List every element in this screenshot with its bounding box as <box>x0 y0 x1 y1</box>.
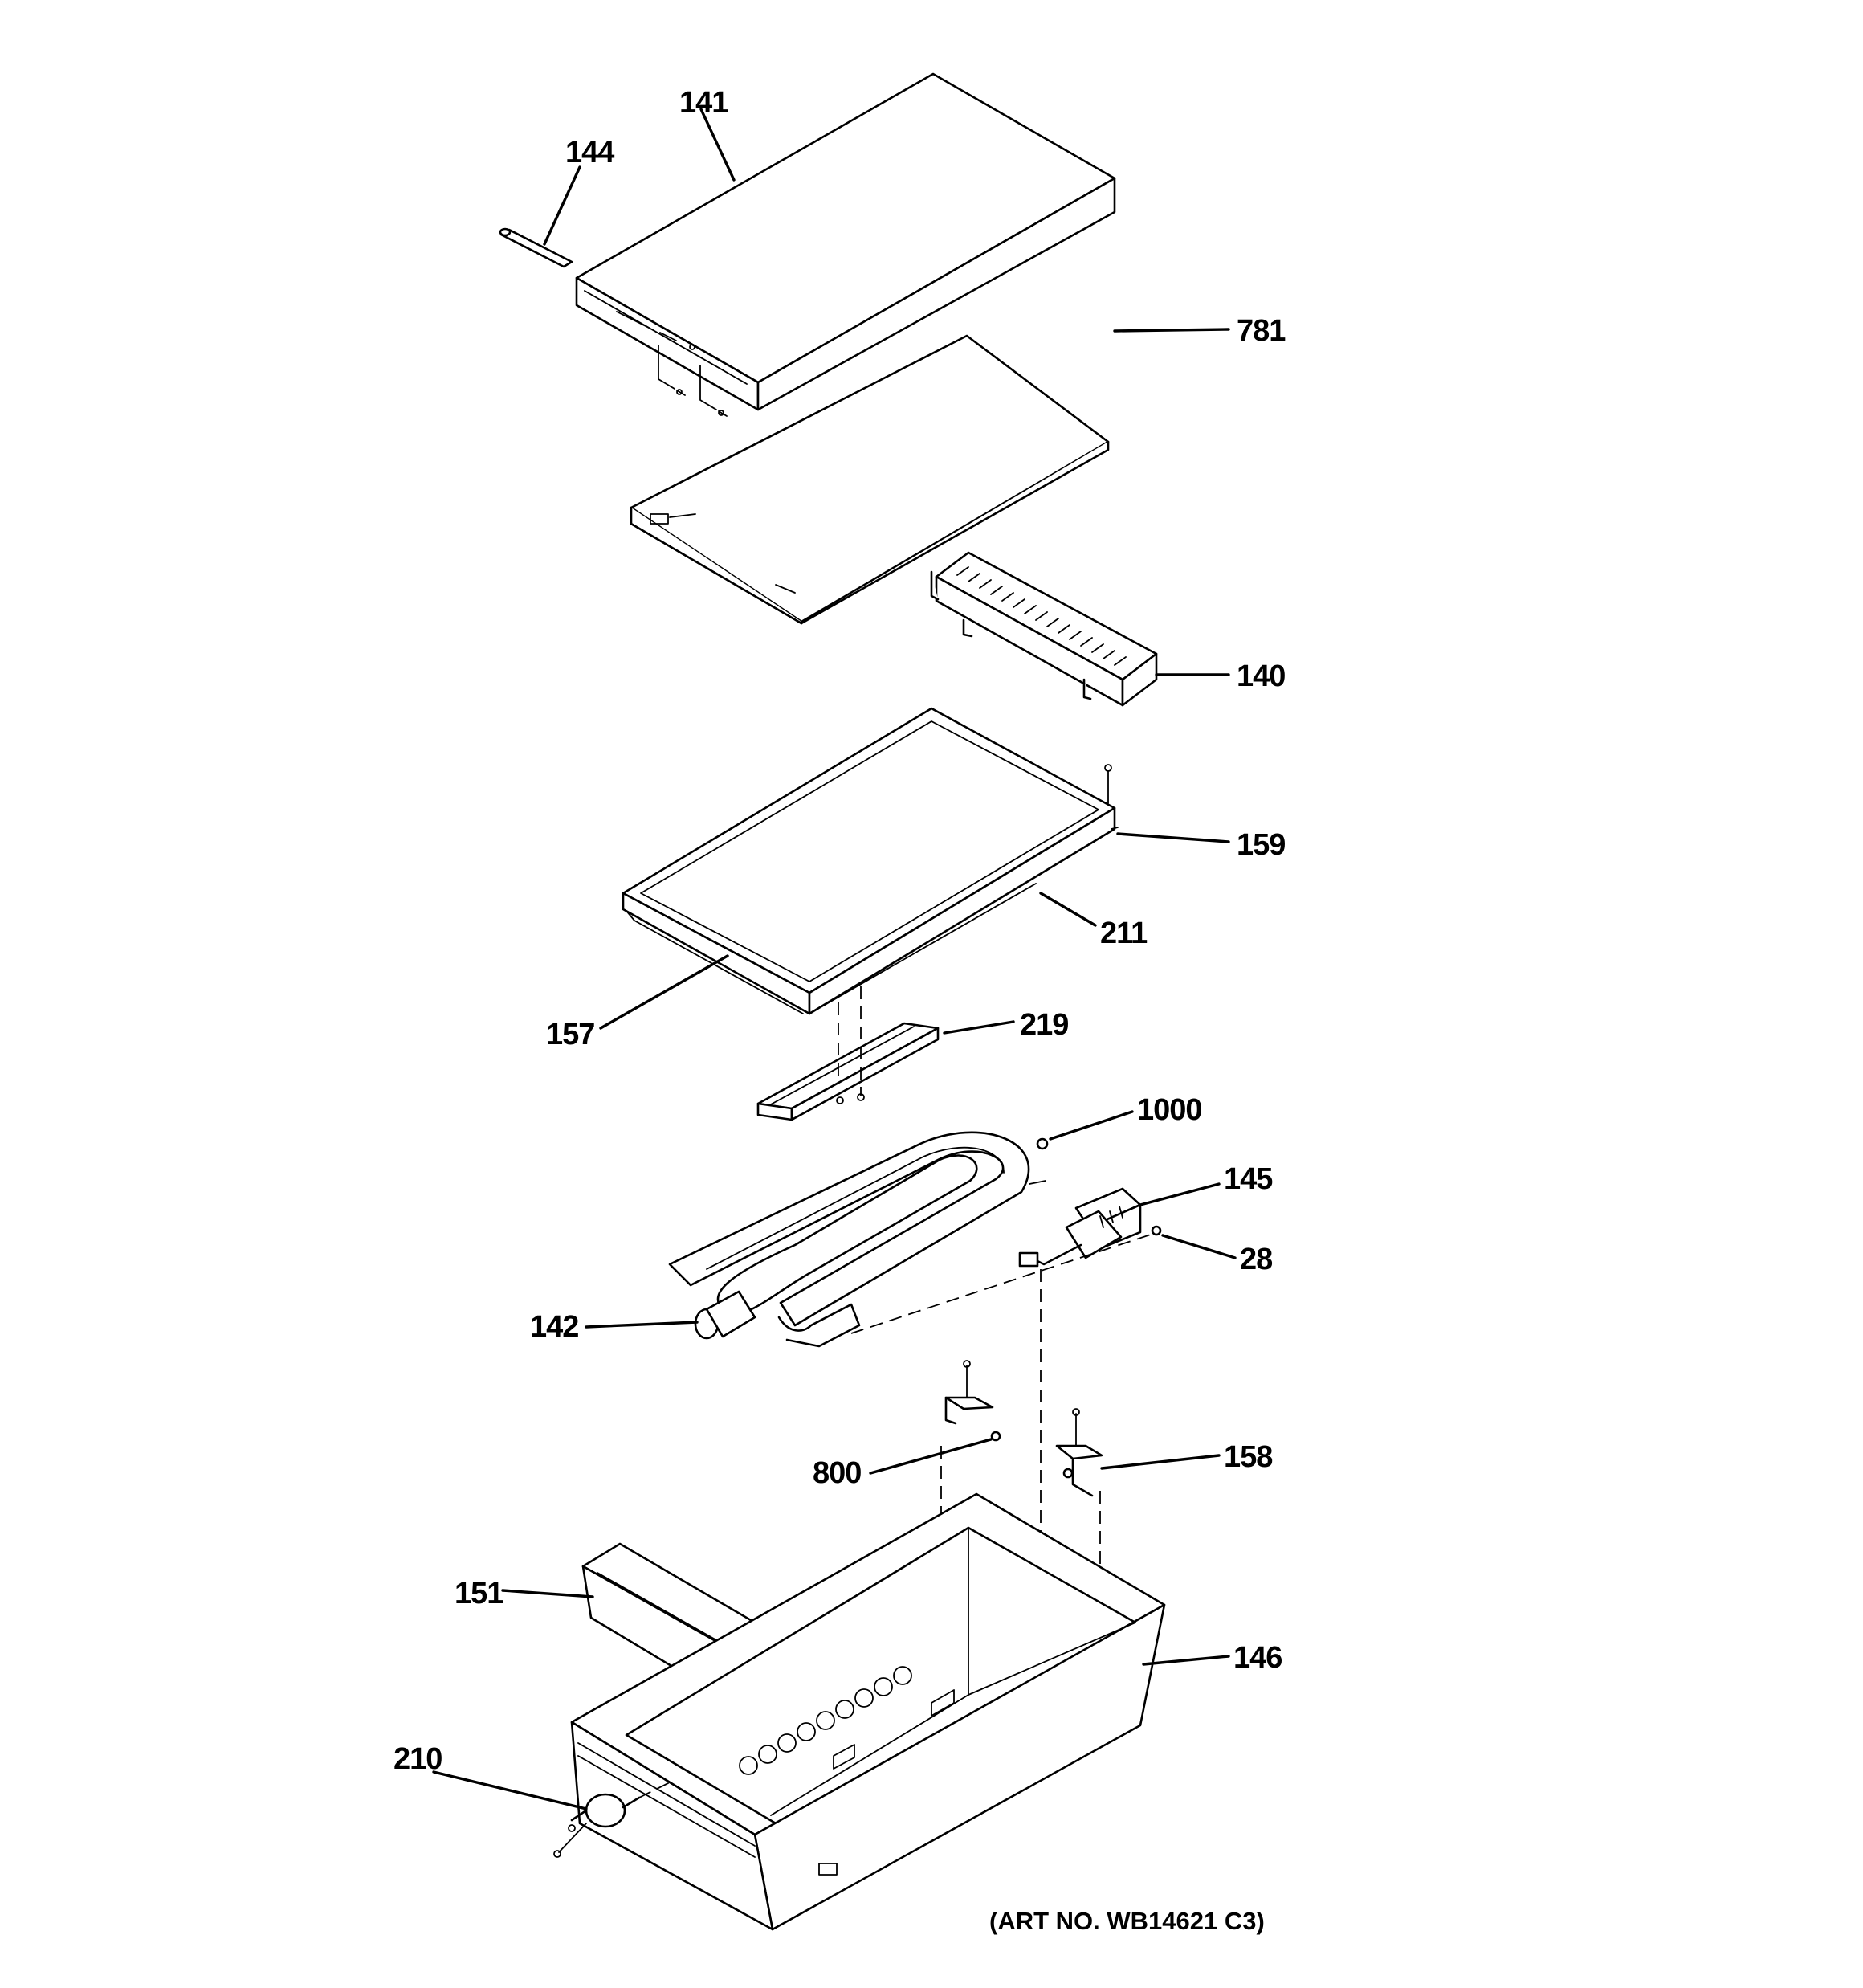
callout-146: 146 <box>1233 1641 1282 1675</box>
cover-screws <box>658 345 728 417</box>
callout-159: 159 <box>1237 828 1285 862</box>
part-141-cover[interactable] <box>575 72 1116 411</box>
callout-157: 157 <box>546 1018 594 1051</box>
callout-800: 800 <box>813 1456 861 1490</box>
callout-1000: 1000 <box>1137 1093 1202 1127</box>
bracket-dash-lines <box>838 986 862 1096</box>
callout-158: 158 <box>1224 1440 1272 1474</box>
callout-144: 144 <box>565 136 614 169</box>
igniter-dash-line <box>850 1233 1154 1334</box>
part-158-clip[interactable] <box>1055 1408 1103 1614</box>
callout-labels: 141 144 781 140 159 211 157 219 1000 145… <box>393 86 1286 1776</box>
leader-lines <box>432 108 1237 1810</box>
part-210-valve[interactable] <box>553 1779 675 1858</box>
part-781-griddle-plate[interactable] <box>630 334 1110 625</box>
bracket-screws <box>836 1093 865 1104</box>
body-holes <box>739 1666 912 1775</box>
art-number: (ART NO. WB14621 C3) <box>989 1907 1265 1935</box>
callout-28: 28 <box>1240 1243 1272 1276</box>
part-145-igniter[interactable] <box>1018 1187 1142 1268</box>
callout-781: 781 <box>1237 314 1286 348</box>
callout-211: 211 <box>1100 916 1148 950</box>
grille-slots <box>956 566 1127 666</box>
callout-219: 219 <box>1020 1008 1068 1042</box>
callout-141: 141 <box>679 86 728 120</box>
callout-140: 140 <box>1237 659 1285 693</box>
part-219-bracket[interactable] <box>756 1022 940 1121</box>
part-1000-screw <box>1036 1137 1049 1150</box>
part-159-pan-tray[interactable] <box>622 707 1119 1015</box>
callout-210: 210 <box>393 1742 442 1776</box>
callout-142: 142 <box>530 1310 578 1344</box>
callout-145: 145 <box>1224 1162 1273 1196</box>
part-140-vent-grille[interactable] <box>930 551 1158 707</box>
part-146-body[interactable] <box>570 1492 1166 1931</box>
part-142-burner[interactable] <box>668 1131 1046 1348</box>
part-144-rod[interactable] <box>499 227 573 268</box>
part-28-screw <box>1151 1225 1162 1236</box>
pan-screw <box>1104 764 1112 804</box>
callout-151: 151 <box>455 1577 503 1610</box>
